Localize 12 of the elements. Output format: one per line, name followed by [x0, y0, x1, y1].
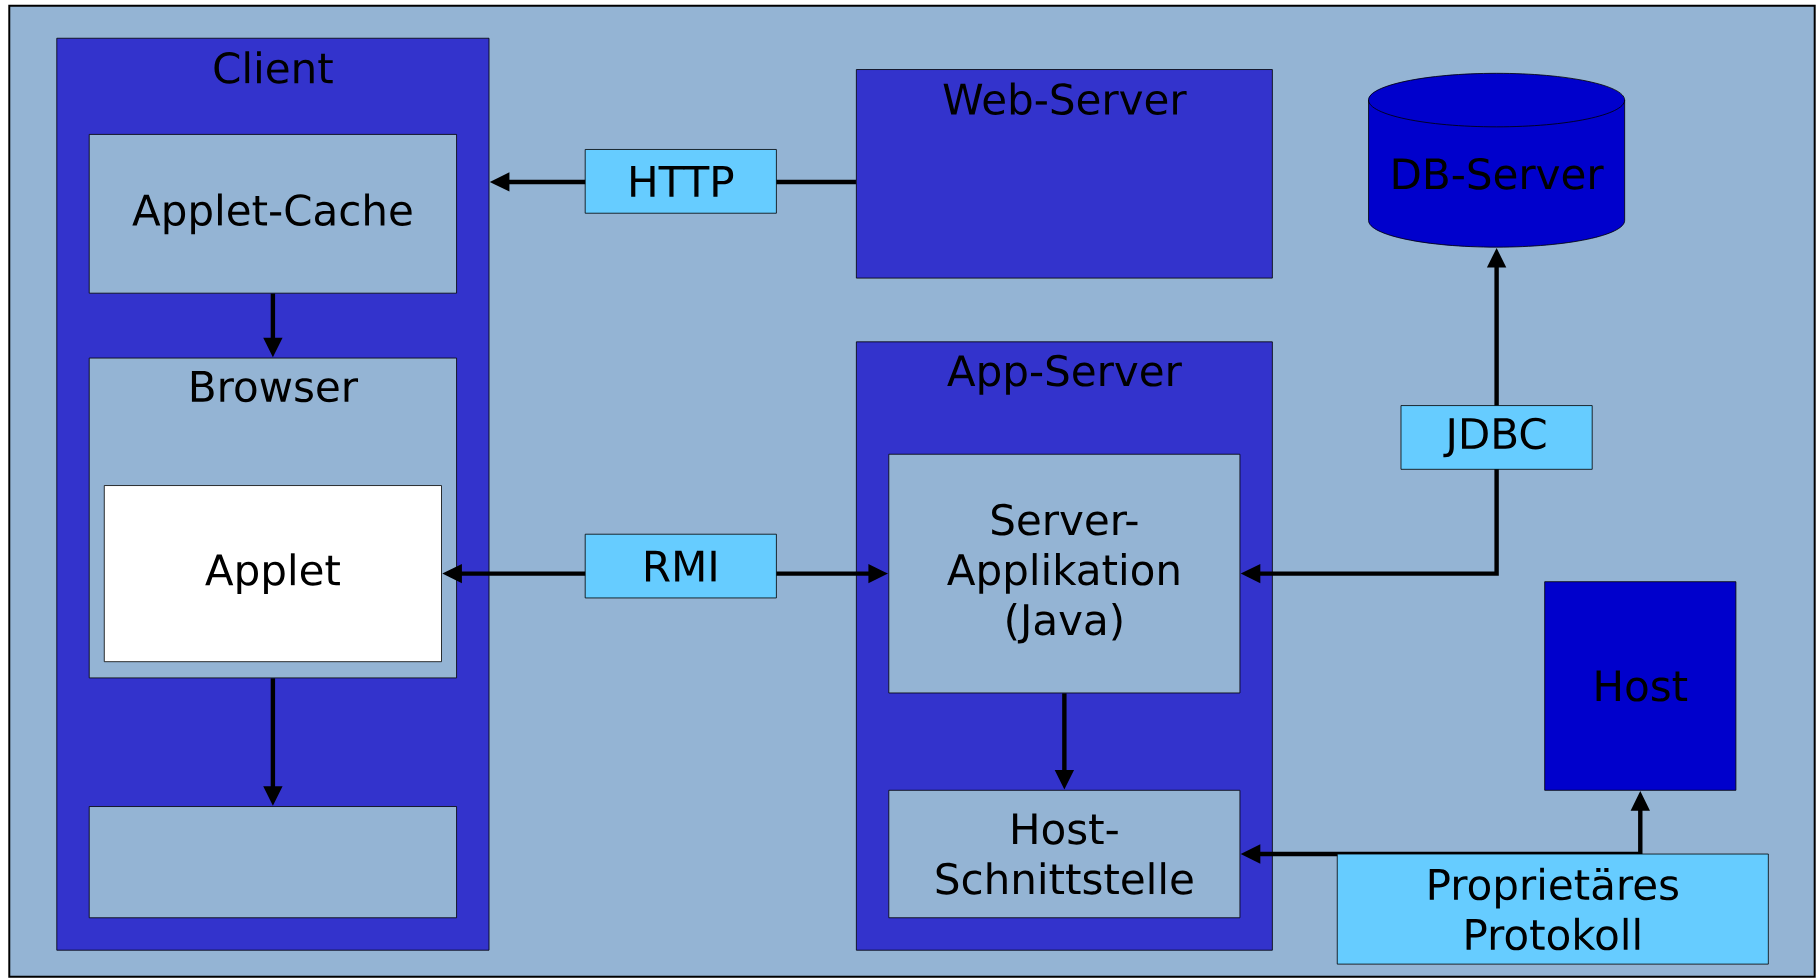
cache-box: Applet-Cache — [88, 134, 457, 294]
interface-box: Host-Schnittstelle — [888, 789, 1241, 919]
host-box: Host — [1544, 581, 1737, 791]
edge-label: HTTP — [584, 149, 777, 214]
edge-label: RMI — [584, 533, 777, 599]
component-box — [88, 806, 457, 919]
server-box: Web-Server — [855, 69, 1273, 279]
applet-box: Applet — [103, 485, 442, 663]
application-box: Server-Applikation (Java) — [888, 453, 1241, 694]
edge-label: Proprietäres Protokoll — [1336, 853, 1769, 965]
edge-label: JDBC — [1400, 405, 1593, 470]
database-cylinder: DB-Server — [1368, 72, 1626, 248]
